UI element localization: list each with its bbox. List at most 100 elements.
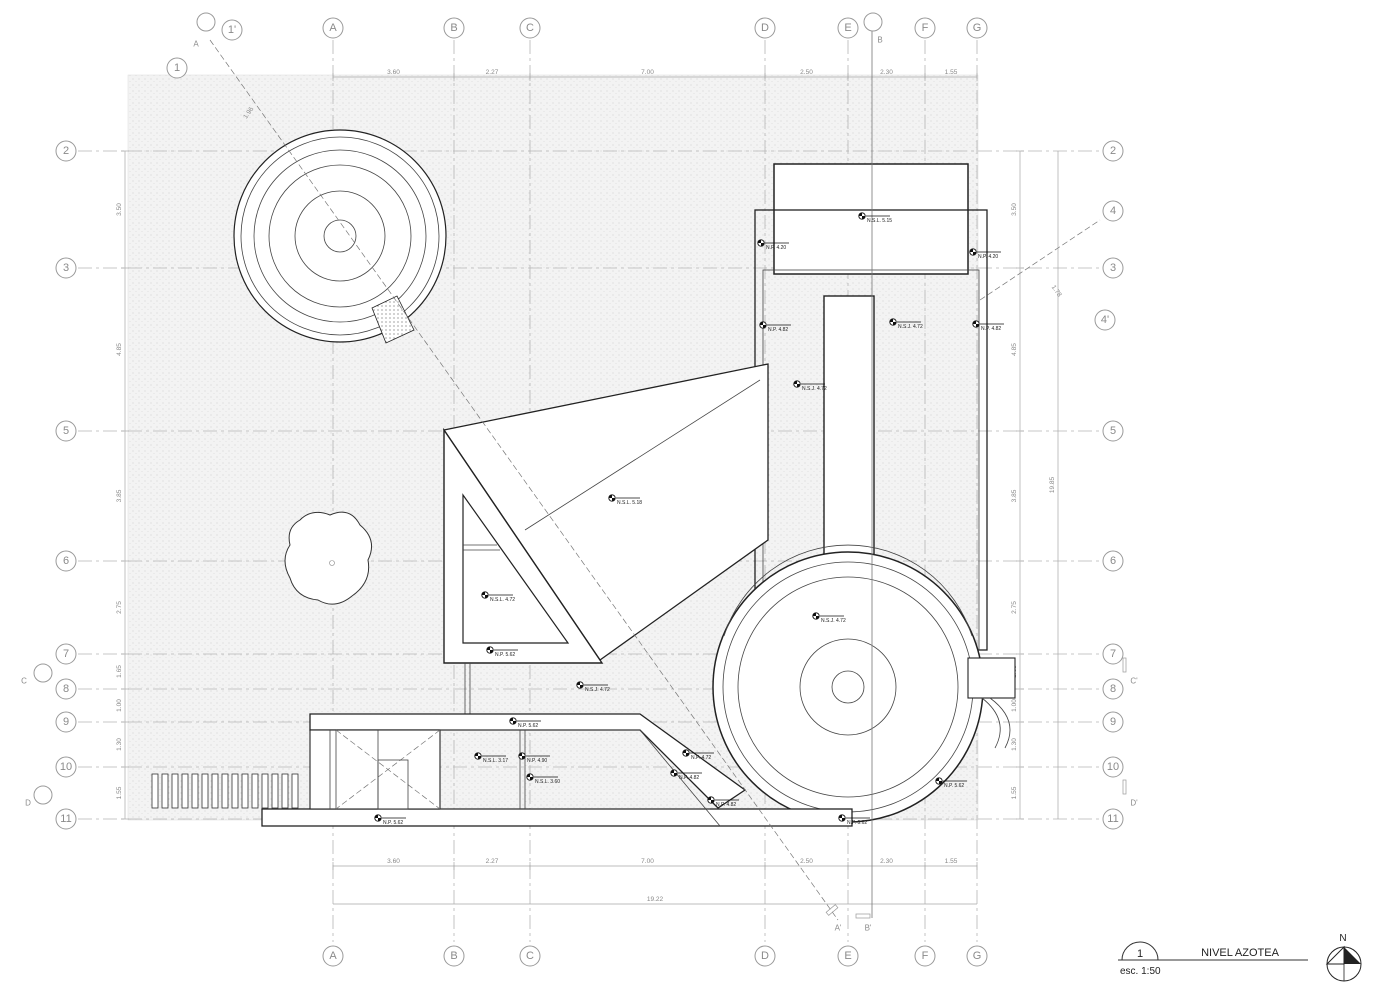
parking-stripe: [241, 773, 249, 809]
grid-col-G-top: G: [973, 22, 982, 34]
level-marker-np-482-r: N.P. 4.82: [972, 320, 1004, 332]
level-text: N.P. 5.62: [495, 652, 515, 658]
parking-stripe: [251, 773, 259, 809]
top-dim-4: 2.30: [880, 69, 893, 76]
section-b-label: B: [877, 36, 882, 45]
grid-row-9-right: 9: [1110, 716, 1116, 728]
grid-col-E-bottom: E: [844, 950, 851, 962]
grid-row-8-right: 8: [1110, 683, 1116, 695]
drawing-title: NIVEL AZOTEA: [1201, 947, 1280, 959]
level-text: N.S.J. 4.72: [821, 618, 846, 624]
right-dim-5: 1.00: [1011, 699, 1018, 712]
drawing-scale: esc. 1:50: [1120, 966, 1161, 977]
right-total-dim: 19.85: [1049, 476, 1056, 493]
building-outline: [261, 163, 1016, 827]
left-dim-3: 2.75: [116, 601, 123, 614]
grid-col-B-bottom: B: [450, 950, 457, 962]
parking-marks: [151, 773, 299, 809]
top-dim-1: 2.27: [486, 69, 499, 76]
level-marker-nsl-317: N.S.L. 3.17: [474, 752, 508, 764]
level-text: N.P. 4.20: [978, 254, 998, 260]
right-dim-2: 3.85: [1011, 489, 1018, 502]
right-dim-0: 3.50: [1011, 203, 1018, 216]
grid-row-2-left: 2: [63, 145, 69, 157]
parking-stripe: [171, 773, 179, 809]
grid-col-E-top: E: [844, 22, 851, 34]
grid-col-C-bottom: C: [526, 950, 534, 962]
grid-extra-3: 4': [1101, 314, 1109, 326]
section-markers: A B C C' D D' A' B': [21, 12, 1138, 933]
parking-stripe: [211, 773, 219, 809]
grid-row-10-left: 10: [60, 761, 72, 773]
parking-stripe: [161, 773, 169, 809]
top-dim-0: 3.60: [387, 69, 400, 76]
level-marker-np-562-c: N.P. 5.62: [935, 777, 967, 789]
bottom-dim-5: 1.55: [945, 858, 958, 865]
right-dim-1: 4.85: [1011, 343, 1018, 356]
grid-row-7-left: 7: [63, 648, 69, 660]
level-marker-np-562-a: N.P. 5.62: [486, 646, 518, 658]
left-dim-2: 3.85: [116, 489, 123, 502]
left-dim-0: 3.50: [116, 203, 123, 216]
level-marker-np-562-d: N.P. 5.62: [374, 814, 406, 826]
level-marker-nsj-472-a: N.S.J. 4.72: [889, 318, 923, 330]
level-text: N.P. 5.62: [383, 820, 403, 826]
parking-stripe: [281, 773, 289, 809]
level-marker-nsj-472-d: N.S.J. 4.72: [576, 681, 610, 693]
level-text: N.P. 5.62: [847, 820, 867, 826]
total-dim: 19.22: [647, 896, 664, 903]
level-marker-nsl-515: N.S.L. 5.15: [858, 212, 892, 224]
right-dim-7: 1.55: [1011, 786, 1018, 799]
grid-row-6-right: 6: [1110, 555, 1116, 567]
section-a-label: A: [193, 40, 199, 49]
left-dim-5: 1.00: [116, 699, 123, 712]
parking-stripe: [201, 773, 209, 809]
level-text: N.S.J. 4.72: [898, 324, 923, 330]
level-text: N.P. 4.82: [981, 326, 1001, 332]
level-marker-np-482-c: N.P. 4.82: [707, 796, 739, 808]
grid-col-F-top: F: [922, 22, 929, 34]
level-text: N.S.L. 4.72: [490, 597, 515, 603]
north-label: N: [1339, 933, 1346, 944]
diag-dim-2: 1.78: [1050, 284, 1063, 299]
grid-row-6-left: 6: [63, 555, 69, 567]
drawing-number: 1: [1137, 948, 1143, 960]
level-marker-np-420-r: N.P. 4.20: [969, 248, 1001, 260]
north-arrow-icon: [1325, 945, 1362, 982]
level-marker-nsj-472-b: N.S.J. 4.72: [793, 380, 827, 392]
level-marker-np-490: N.P. 4.90: [518, 752, 550, 764]
grid-extra-0: 1: [174, 62, 180, 74]
left-dim-1: 4.85: [116, 343, 123, 356]
grid-col-C-top: C: [526, 22, 534, 34]
parking-stripe: [291, 773, 299, 809]
grid-row-10-right: 10: [1107, 761, 1119, 773]
grid-row-3-right: 3: [1110, 262, 1116, 274]
level-text: N.S.L. 3.17: [483, 758, 508, 764]
bottom-dim-3: 2.50: [800, 858, 813, 865]
grid-row-2-right: 2: [1110, 145, 1116, 157]
grid-row-3-left: 3: [63, 262, 69, 274]
level-text: N.P. 5.62: [944, 783, 964, 789]
parking-stripe: [151, 773, 159, 809]
level-marker-nsl-518: N.S.L. 5.18: [608, 494, 642, 506]
level-marker-np-482-l: N.P. 4.82: [759, 321, 791, 333]
grid-col-A-bottom: A: [329, 950, 337, 962]
grid-row-5-left: 5: [63, 425, 69, 437]
grid-col-F-bottom: F: [922, 950, 929, 962]
level-text: N.P. 4.90: [527, 758, 547, 764]
level-text: N.P. 4.82: [679, 775, 699, 781]
right-dim-3: 2.75: [1011, 601, 1018, 614]
left-dim-7: 1.55: [116, 786, 123, 799]
parking-stripe: [181, 773, 189, 809]
section-ap-label: A': [835, 924, 842, 933]
parking-stripe: [221, 773, 229, 809]
round-planter: [233, 129, 447, 344]
section-cp-label: C': [1130, 677, 1138, 686]
grid-col-B-top: B: [450, 22, 457, 34]
grid-row-11-left: 11: [60, 813, 71, 825]
parking-stripe: [191, 773, 199, 809]
top-dim-2: 7.00: [641, 69, 654, 76]
bottom-dim-1: 2.27: [486, 858, 499, 865]
